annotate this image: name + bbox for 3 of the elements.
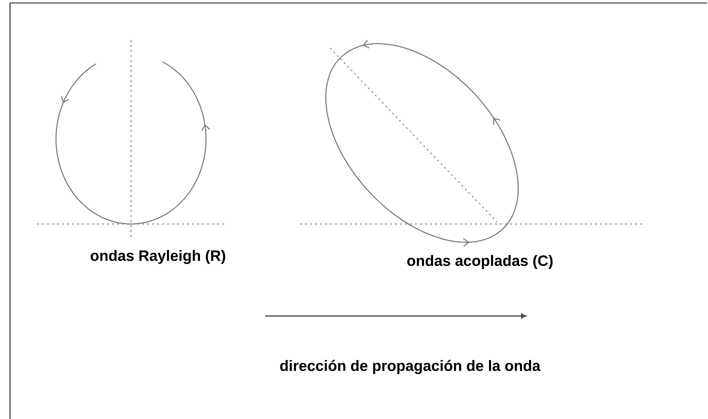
caption-text: dirección de propagación de la onda bbox=[280, 360, 541, 374]
caption-text: ondas Rayleigh (R) bbox=[90, 250, 226, 264]
caption-text: ondas acopladas (C) bbox=[407, 255, 553, 269]
